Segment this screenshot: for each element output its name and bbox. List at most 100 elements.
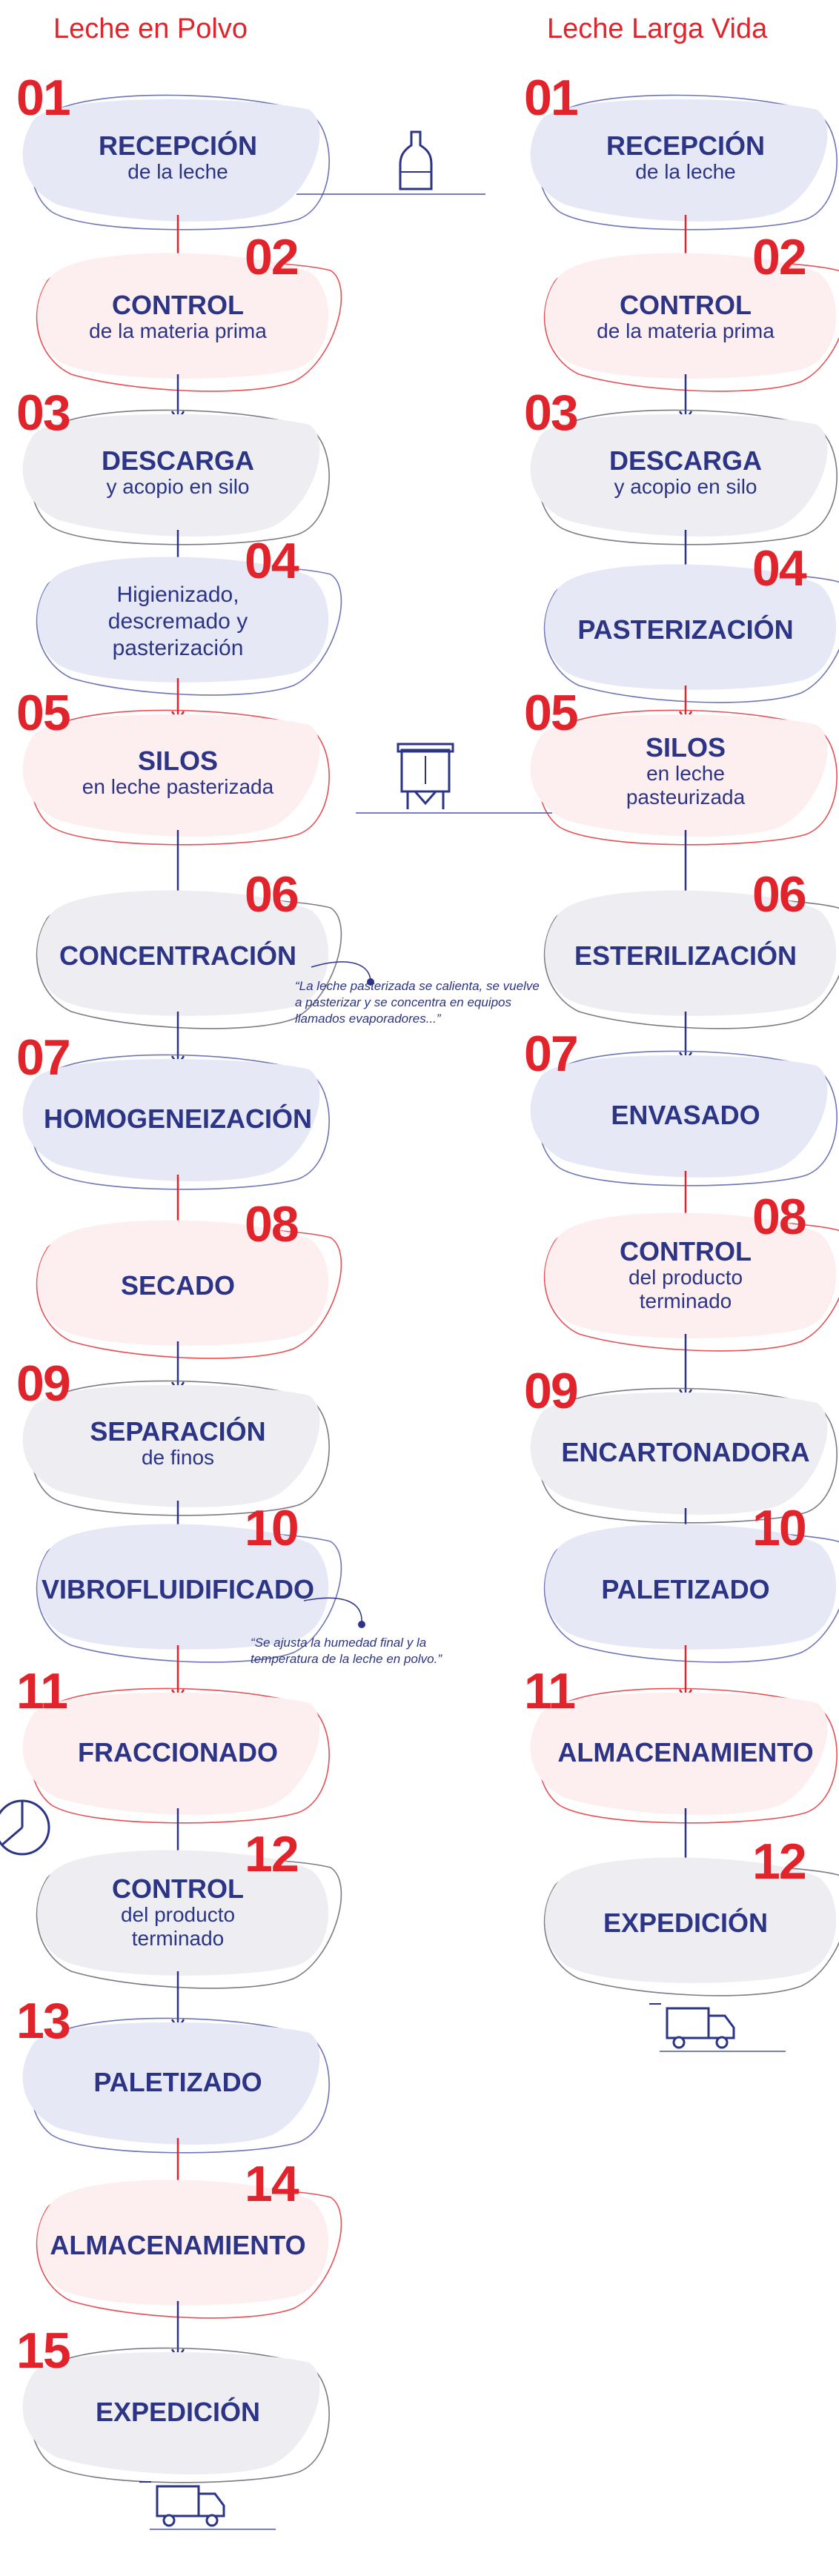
step-blob-1-0 xyxy=(530,99,828,222)
step-number: 05 xyxy=(524,685,579,741)
step-number: 02 xyxy=(752,229,807,285)
step-title: CONTROL xyxy=(112,1873,244,1904)
step-number: 01 xyxy=(524,70,579,126)
step-label: PASTERIZACIÓN xyxy=(523,616,839,644)
step-title: FRACCIONADO xyxy=(78,1737,278,1767)
step-subtitle: de la materia prima xyxy=(89,319,267,342)
step-number: 10 xyxy=(752,1500,807,1556)
step-number: 11 xyxy=(524,1663,576,1719)
step-title: SILOS xyxy=(137,746,219,776)
step-title: RECEPCIÓN xyxy=(98,130,258,161)
delivery-truck-icon xyxy=(156,2485,200,2517)
step-blob-0-10 xyxy=(22,1692,320,1815)
step-title: CONTROL xyxy=(620,290,752,320)
delivery-truck-icon xyxy=(666,2007,710,2039)
step-subtitle: y acopio en silo xyxy=(614,475,757,498)
note-vibrofluidized: “Se ajusta la humedad final y la tempera… xyxy=(251,1636,442,1666)
step-blob-0-13 xyxy=(37,2180,329,2306)
step-label: SECADO xyxy=(15,1272,341,1300)
step-title: PASTERIZACIÓN xyxy=(577,614,794,645)
step-subtitle: en leche pasterizada xyxy=(82,775,274,798)
step-blob-1-5 xyxy=(545,890,837,1016)
step-number: 13 xyxy=(16,1993,71,2049)
note-concentration: “La leche pasterizada se calienta, se vu… xyxy=(295,979,540,1026)
delivery-truck-icon-wheel-front xyxy=(205,2514,219,2527)
step-number: 12 xyxy=(245,1826,299,1882)
step-number: 07 xyxy=(524,1026,579,1082)
step-blob-0-2 xyxy=(22,414,320,537)
milk-bottle-icon xyxy=(399,130,433,190)
step-subtitle: de la leche xyxy=(635,160,736,183)
step-subtitle: del producto terminado xyxy=(120,1903,236,1950)
silo-tank-icon-legs xyxy=(406,791,445,809)
column-title-long-life-milk: Leche Larga Vida xyxy=(547,13,768,44)
step-outline-0-8 xyxy=(30,1380,330,1516)
step-title: HOMOGENEIZACIÓN xyxy=(43,1103,312,1134)
step-label: HOMOGENEIZACIÓN xyxy=(15,1105,341,1133)
step-title: PALETIZADO xyxy=(93,2067,262,2097)
note-dot-1 xyxy=(367,978,374,986)
step-label: ENVASADO xyxy=(523,1101,839,1129)
step-blob-0-14 xyxy=(22,2351,320,2474)
step-title: DESCARGA xyxy=(101,445,254,476)
step-title: CONTROL xyxy=(620,1236,752,1267)
step-outline-1-10 xyxy=(537,1687,838,1824)
pie-chart-icon-slices xyxy=(1,1801,24,1847)
note-connector-1 xyxy=(311,961,371,983)
step-blob-1-11 xyxy=(545,1857,837,1983)
delivery-truck-icon-wheel-front xyxy=(715,2036,729,2049)
step-title: DESCARGA xyxy=(608,445,762,476)
step-title: PALETIZADO xyxy=(601,1574,770,1604)
step-number: 01 xyxy=(16,70,71,126)
delivery-truck-icon-wheel-back xyxy=(162,2514,176,2527)
step-blob-0-0 xyxy=(22,99,320,222)
step-title: CONTROL xyxy=(112,290,244,320)
step-outline-1-8 xyxy=(537,1387,838,1524)
delivery-truck-icon-wheel-back xyxy=(672,2036,686,2049)
step-title: VIBROFLUIDIFICADO xyxy=(42,1574,314,1604)
step-outline-0-12 xyxy=(30,2017,330,2154)
step-subtitle: en leche pasteurizada xyxy=(626,762,746,809)
step-number: 03 xyxy=(16,385,71,441)
silo-tank-icon-lid xyxy=(397,743,454,753)
step-blob-0-12 xyxy=(22,2022,320,2145)
note-connector-2 xyxy=(303,1597,362,1624)
step-title: EXPEDICIÓN xyxy=(603,1908,769,1938)
step-blob-0-11 xyxy=(37,1850,329,1976)
step-number: 10 xyxy=(245,1500,299,1556)
step-number: 03 xyxy=(524,385,579,441)
step-number: 06 xyxy=(752,866,807,923)
step-blob-0-5 xyxy=(37,890,329,1016)
step-outline-0-4 xyxy=(30,709,330,846)
step-number: 11 xyxy=(16,1663,68,1719)
step-number: 04 xyxy=(752,540,807,597)
step-label: EXPEDICIÓN xyxy=(523,1909,839,1937)
step-outline-0-2 xyxy=(30,409,330,545)
step-outline-0-0 xyxy=(30,94,330,230)
step-subtitle: y acopio en silo xyxy=(106,475,250,498)
step-label: PALETIZADO xyxy=(15,2068,341,2097)
step-outline-1-2 xyxy=(537,409,838,545)
step-outline-1-6 xyxy=(537,1050,838,1186)
step-blob-0-7 xyxy=(37,1220,329,1346)
step-number: 08 xyxy=(752,1189,807,1245)
step-blob-1-6 xyxy=(530,1055,828,1178)
step-label: ALMACENAMIENTO xyxy=(15,2231,341,2260)
step-description: Higienizado, descremado y pasterización xyxy=(107,582,248,660)
step-number: 14 xyxy=(245,2156,299,2212)
step-label: VIBROFLUIDIFICADO xyxy=(15,1576,341,1604)
step-title: ALMACENAMIENTO xyxy=(50,2230,306,2260)
step-blob-0-9 xyxy=(37,1524,329,1650)
step-title: CONCENTRACIÓN xyxy=(59,940,296,971)
step-label: CONCENTRACIÓN xyxy=(15,942,341,970)
step-subtitle: de la materia prima xyxy=(597,319,775,342)
